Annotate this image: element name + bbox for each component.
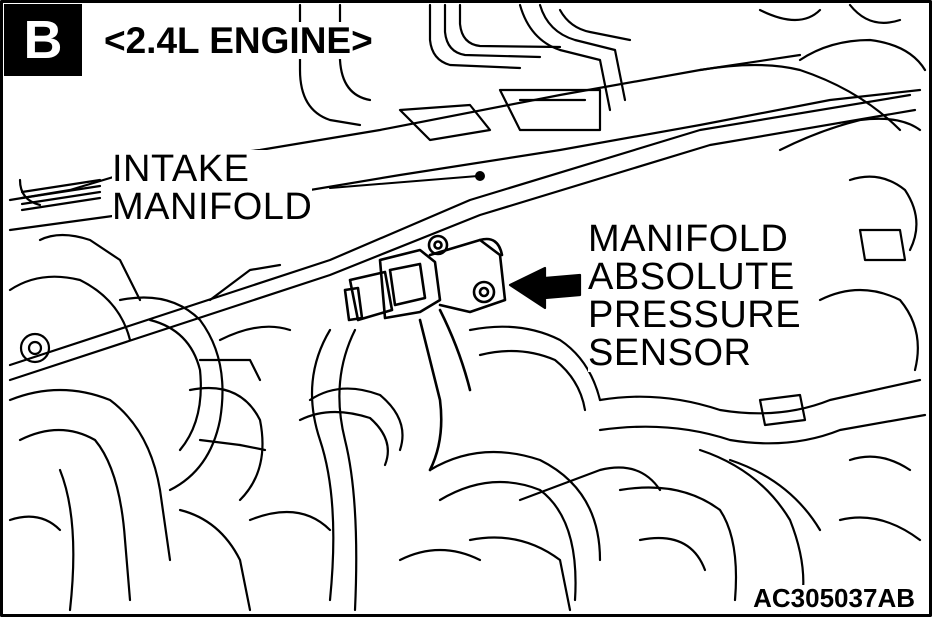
engine-header: <2.4L ENGINE> [100, 22, 377, 59]
right-components [598, 175, 927, 612]
map-sensor-label-line: PRESSURE [588, 294, 802, 336]
intake-leader-line [329, 175, 479, 189]
section-badge: B [4, 4, 82, 76]
map-sensor-label-line: MANIFOLD [588, 218, 789, 260]
map-sensor-drawing [343, 234, 507, 472]
intake-manifold-label-line: MANIFOLD [112, 186, 313, 228]
intake-manifold-label: INTAKE MANIFOLD [112, 148, 313, 228]
map-sensor-label-line: SENSOR [588, 332, 752, 374]
intake-manifold-label-line: INTAKE [112, 148, 250, 190]
intake-leader-dot [475, 171, 485, 181]
left-components [8, 233, 292, 612]
map-sensor-label: MANIFOLD ABSOLUTE PRESSURE SENSOR [588, 218, 802, 374]
top-harness [298, 3, 632, 142]
map-arrow-icon [508, 266, 582, 310]
map-sensor-label-line: ABSOLUTE [588, 256, 795, 298]
figure-code: AC305037AB [750, 585, 918, 611]
central-hoses [248, 325, 662, 612]
rail [8, 93, 917, 382]
